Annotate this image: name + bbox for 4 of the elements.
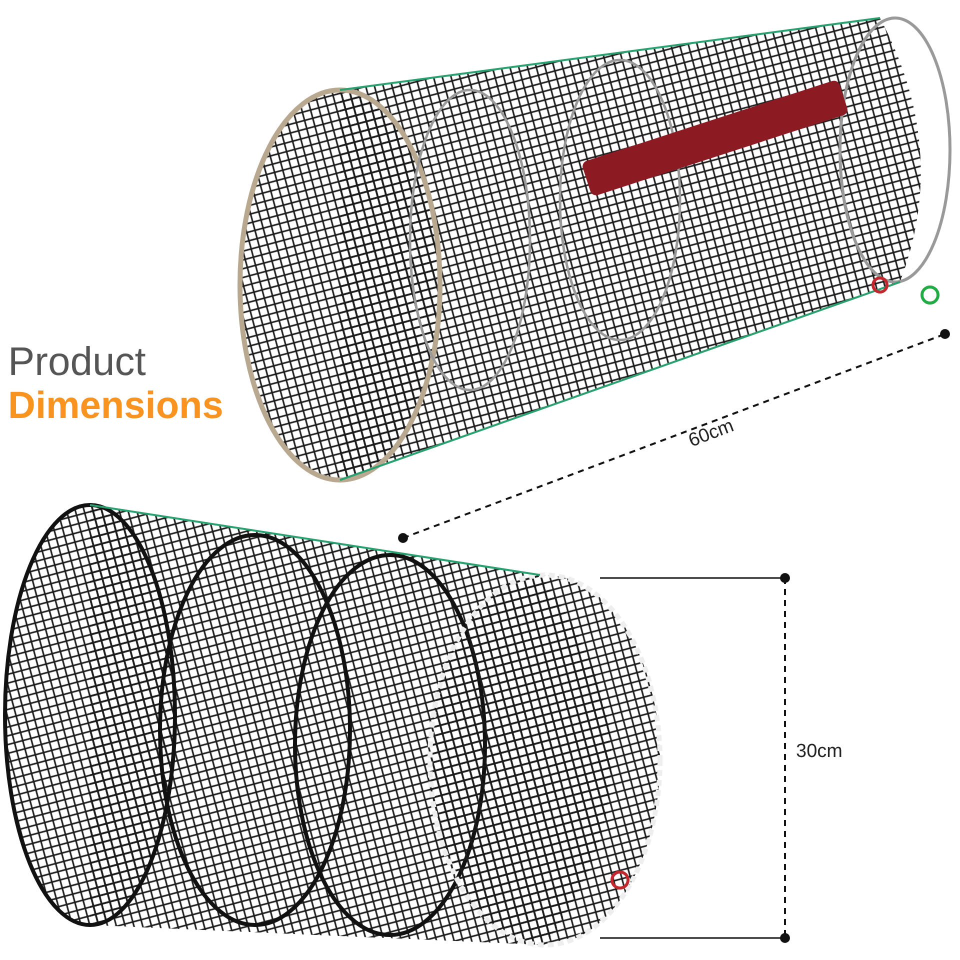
heading-text: Product xyxy=(8,342,146,382)
heading-text: Dimensions xyxy=(8,387,224,425)
dimension-label: 60cm xyxy=(686,416,736,451)
dimension-label: 30cm xyxy=(796,742,842,761)
